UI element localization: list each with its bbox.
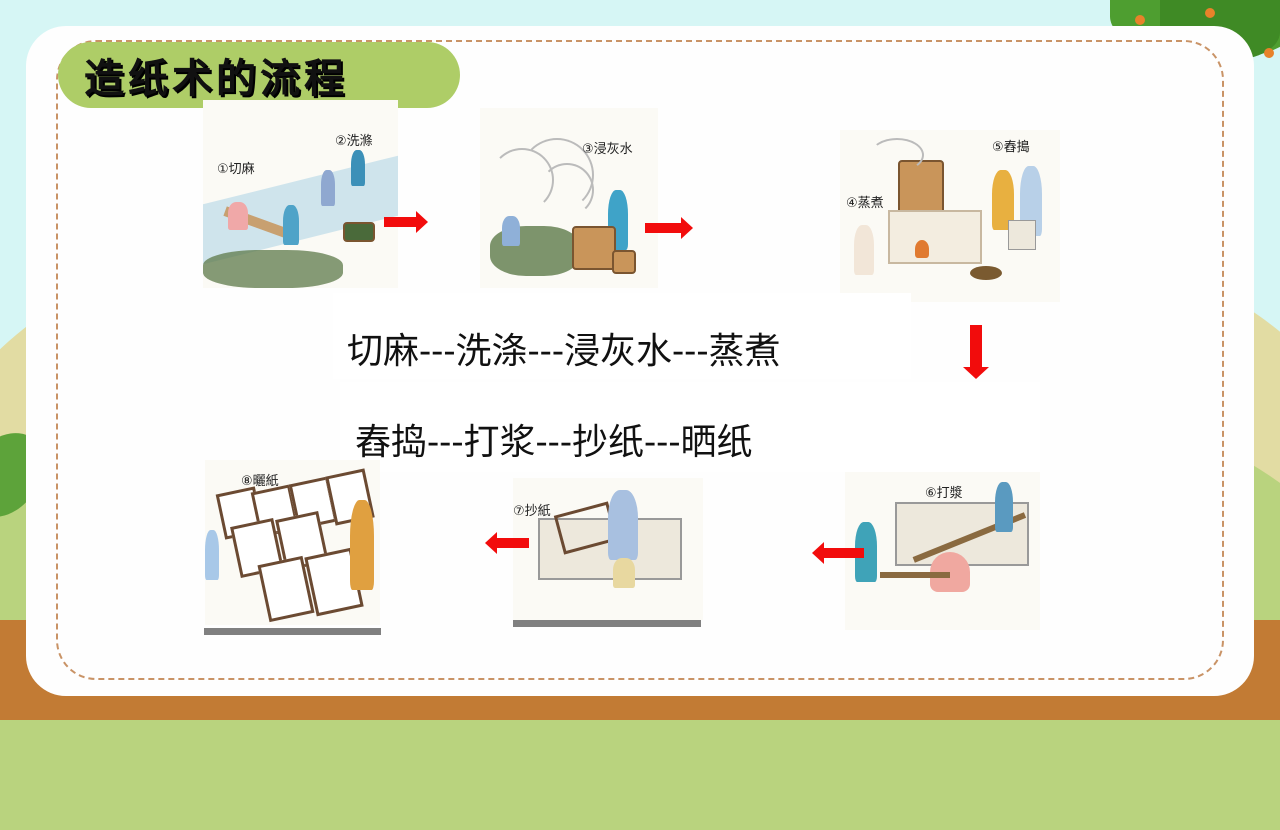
flow-line-1: 切麻---洗涤---浸灰水---蒸煮 (347, 331, 781, 372)
orange-fruit-icon (1264, 48, 1274, 58)
wooden-tub (572, 226, 616, 270)
worker-seated (854, 225, 874, 275)
small-tub (612, 250, 636, 274)
caption-lime-water: ③浸灰水 (582, 142, 633, 157)
arrow-right-icon (645, 217, 693, 239)
steam (540, 163, 594, 217)
arrow-left-icon (485, 532, 529, 554)
worker-teal (855, 522, 877, 582)
gray-underline (513, 620, 701, 627)
worker-light-blue (1020, 166, 1042, 236)
mortar (1008, 220, 1036, 250)
flow-text-box-1 (333, 293, 911, 379)
arrow-right-icon (384, 211, 428, 233)
basket (343, 222, 375, 242)
worker-legs (613, 558, 635, 588)
illustration-steam-pound: ④蒸煮 ⑤舂搗 (840, 130, 1060, 302)
orange-fruit-icon (1205, 8, 1215, 18)
illustration-lime-water: ③浸灰水 (480, 108, 658, 288)
hemp-pile (203, 250, 343, 288)
stove (888, 210, 982, 264)
worker-blue (608, 490, 638, 560)
caption-beat-pulp: ⑥打漿 (925, 486, 963, 501)
worker-crouching (502, 216, 520, 246)
arrow-down-icon (963, 325, 989, 379)
flow-text-box-2 (340, 382, 1040, 472)
fire (915, 240, 929, 258)
worker-orange (350, 500, 374, 590)
basket (970, 266, 1002, 280)
illustration-dry-paper: ⑧曬紙 (205, 460, 380, 625)
illustration-cut-wash: ①切麻 ②洗滌 (203, 100, 398, 288)
worker-pink (228, 202, 248, 230)
illustration-beat-pulp: ⑥打漿 (845, 472, 1040, 630)
flow-line-2: 舂捣---打浆---抄纸---晒纸 (355, 422, 753, 463)
worker-stirring (995, 482, 1013, 532)
steam (870, 138, 924, 172)
steam (520, 138, 594, 212)
orange-fruit-icon (1135, 15, 1145, 25)
worker-yellow (992, 170, 1014, 230)
title-pill (58, 42, 460, 108)
caption-make-paper: ⑦抄紙 (513, 504, 551, 519)
page-title: 造纸术的流程 (84, 56, 348, 102)
worker-partial (205, 530, 219, 580)
caption-cut-hemp: ①切麻 (217, 162, 255, 177)
gray-underline (204, 628, 381, 635)
worker-washing (321, 170, 335, 206)
illustration-make-paper: ⑦抄紙 (513, 478, 703, 620)
caption-steam: ④蒸煮 (846, 196, 884, 211)
worker-washing-2 (351, 150, 365, 186)
worker-blue (283, 205, 299, 245)
caption-wash: ②洗滌 (335, 134, 373, 149)
caption-dry-paper: ⑧曬紙 (241, 474, 279, 489)
dashed-border (56, 40, 1224, 680)
arrow-left-icon (812, 542, 864, 564)
caption-pound: ⑤舂搗 (992, 140, 1030, 155)
bench (880, 572, 950, 578)
